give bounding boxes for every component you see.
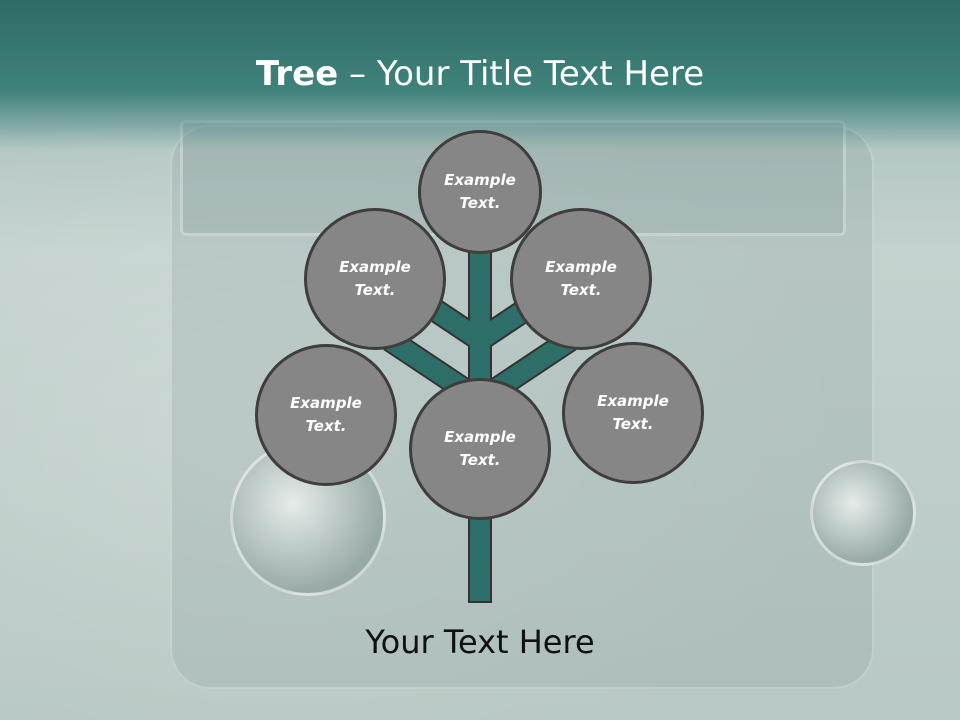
tree-node-top: Example Text. [418,130,542,254]
title-dash: – [338,54,377,94]
tree-node-center: Example Text. [409,378,551,520]
tree-node-upper-right: Example Text. [510,208,652,350]
tree-node-upper-left: Example Text. [304,208,446,350]
title-rest: Your Title Text Here [376,54,705,94]
tree-node-middle-right: Example Text. [562,342,704,484]
bottom-caption: Your Text Here [365,623,595,661]
title-bold: Tree [255,54,339,94]
slide-title: Tree – Your Title Text Here [0,52,960,96]
header-band [0,0,960,150]
tune-knob [810,460,916,566]
tree-node-middle-left: Example Text. [255,344,397,486]
